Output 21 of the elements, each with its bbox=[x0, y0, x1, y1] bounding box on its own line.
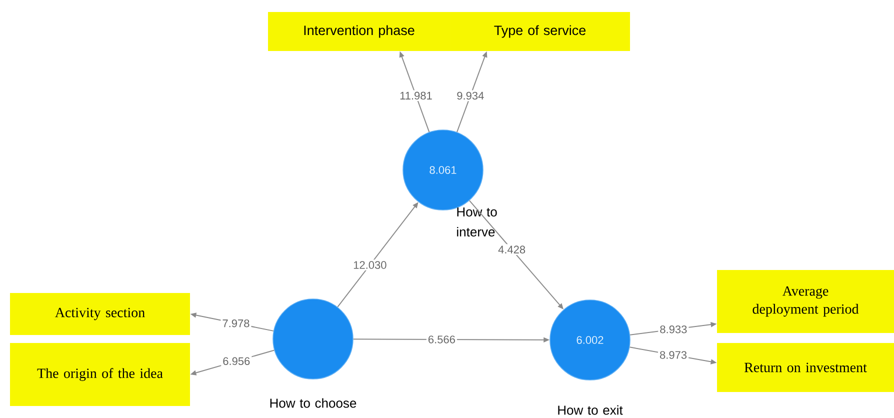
node-caption: How to choose bbox=[270, 398, 356, 408]
node-label: Type of service bbox=[494, 25, 586, 38]
edge-label: 12.030 bbox=[352, 260, 388, 270]
label-box: Average deployment period bbox=[717, 270, 894, 333]
label-box: Type of service bbox=[450, 12, 630, 51]
label-box: Return on investment bbox=[717, 343, 894, 392]
edge-label: 9.934 bbox=[455, 90, 486, 102]
edge-label: 4.428 bbox=[496, 244, 528, 255]
label-box: Intervention phase bbox=[268, 12, 450, 51]
edge-label: 8.933 bbox=[658, 324, 689, 335]
node-caption: How to exit bbox=[558, 405, 623, 415]
edge-label: 6.956 bbox=[221, 356, 252, 367]
node-label: Intervention phase bbox=[304, 25, 414, 38]
label-box: The origin of the idea bbox=[10, 343, 190, 406]
label-box: Activity section bbox=[10, 293, 190, 335]
circle-node: 6.002 bbox=[550, 300, 630, 380]
edge-label: 6.566 bbox=[426, 334, 457, 345]
circle-node bbox=[272, 298, 354, 380]
edge-label: 8.973 bbox=[658, 350, 689, 360]
edge-label: 11.981 bbox=[398, 90, 434, 102]
edge-label: 7.978 bbox=[220, 318, 252, 329]
